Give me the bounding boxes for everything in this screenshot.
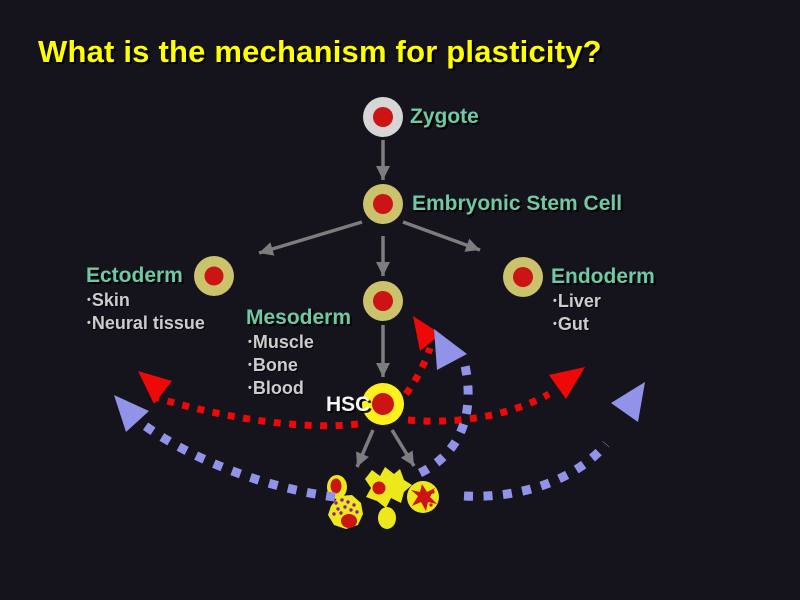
bullet-text: Liver xyxy=(557,291,601,311)
blood-cell-plain-oval-icon xyxy=(378,507,396,529)
mesoderm-label: Mesoderm xyxy=(246,306,352,329)
blood-cell-granulocyte-icon xyxy=(328,495,363,529)
bullet-text: Muscle xyxy=(252,332,314,352)
bullet-dot: • xyxy=(248,359,252,371)
arrow-esc-to-endoderm xyxy=(402,220,481,252)
plasticity-red-arrows xyxy=(138,316,585,430)
blue-dotted-blood-to-ectoderm xyxy=(138,419,336,502)
blue-dotted-blood-to-endoderm xyxy=(463,441,610,501)
zygote-label: Zygote xyxy=(410,105,479,128)
esc-cell-icon xyxy=(363,184,403,224)
red-arrowhead-right xyxy=(549,367,585,399)
bullet-dot: • xyxy=(248,382,252,394)
endoderm-cell-icon xyxy=(503,257,543,297)
hsc-label: HSC xyxy=(326,393,371,416)
blue-arrowhead-right xyxy=(611,382,645,422)
endoderm-bullet-list: •Liver •Gut xyxy=(553,290,601,336)
bullet-dot: • xyxy=(248,336,252,348)
hsc-cell-icon xyxy=(362,383,404,425)
plasticity-blue-arrows xyxy=(114,329,645,502)
bullet-item: •Liver xyxy=(553,290,601,313)
endoderm-label: Endoderm xyxy=(551,265,655,288)
bullet-text: Blood xyxy=(252,378,304,398)
bullet-text: Gut xyxy=(557,314,589,334)
arrow-hsc-to-blood-left xyxy=(355,429,375,468)
arrow-esc-to-ectoderm xyxy=(258,220,363,256)
blue-arrowhead-left xyxy=(114,395,149,432)
bullet-item: •Neural tissue xyxy=(87,312,205,335)
slide-title: What is the mechanism for plasticity? xyxy=(38,34,602,69)
blue-arrowhead-center xyxy=(434,329,467,370)
blood-cell-lobed-icon xyxy=(407,481,439,513)
bullet-text: Skin xyxy=(91,290,130,310)
esc-label: Embryonic Stem Cell xyxy=(412,192,623,215)
ectoderm-label: Ectoderm xyxy=(86,264,183,287)
mesoderm-bullet-list: •Muscle •Bone •Blood xyxy=(248,331,314,400)
bullet-text: Bone xyxy=(252,355,298,375)
red-dotted-hsc-to-endoderm xyxy=(407,390,551,425)
red-dotted-hsc-to-mesoderm xyxy=(403,346,434,397)
bullet-dot: • xyxy=(87,317,91,329)
blood-cell-flower-icon xyxy=(365,467,412,508)
ectoderm-bullet-list: •Skin •Neural tissue xyxy=(87,289,205,335)
bullet-text: Neural tissue xyxy=(91,313,205,333)
bullet-item: •Blood xyxy=(248,377,314,400)
bullet-item: •Gut xyxy=(553,313,601,336)
bullet-dot: • xyxy=(87,294,91,306)
ectoderm-cell-icon xyxy=(194,256,234,296)
bullet-dot: • xyxy=(553,318,557,330)
differentiation-arrows xyxy=(258,140,481,468)
red-arrowhead-left xyxy=(138,371,172,404)
red-arrowhead-center xyxy=(413,316,441,351)
bullet-item: •Bone xyxy=(248,354,314,377)
arrow-hsc-to-blood-right xyxy=(390,429,416,467)
mesoderm-cell-icon xyxy=(363,281,403,321)
bullet-dot: • xyxy=(553,295,557,307)
zygote-cell-icon xyxy=(363,97,403,137)
bullet-item: •Muscle xyxy=(248,331,314,354)
blood-cells-cluster xyxy=(327,467,439,529)
bullet-item: •Skin xyxy=(87,289,205,312)
